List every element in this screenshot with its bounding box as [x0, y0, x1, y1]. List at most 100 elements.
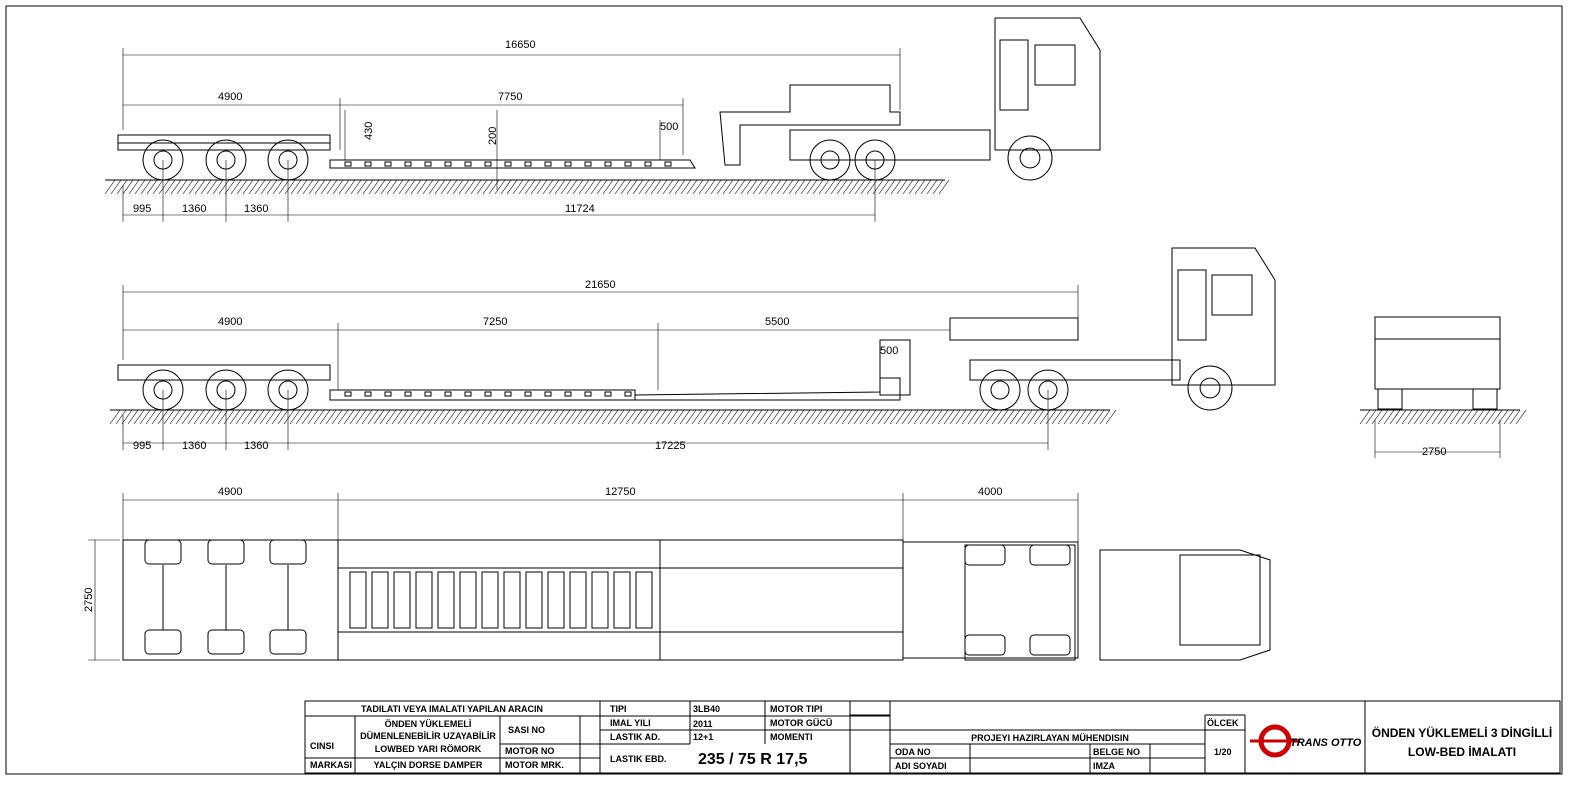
ground-hatch: [764, 179, 776, 195]
ground-hatch: [338, 179, 350, 195]
ground-hatch: [890, 179, 902, 195]
ground-hatch: [1057, 409, 1069, 425]
deck-panel: [459, 571, 477, 629]
ground-hatch: [332, 179, 344, 195]
deck-hole: [344, 391, 352, 397]
deck-hole: [664, 161, 672, 167]
wheel-hub: [1038, 380, 1058, 400]
oda-no: ODA NO: [895, 747, 931, 757]
ground-hatch: [164, 179, 176, 195]
ground-hatch: [805, 409, 817, 425]
ground-hatch: [734, 179, 746, 195]
deck-hole: [424, 161, 432, 167]
ground-hatch: [517, 409, 529, 425]
ground-hatch: [721, 409, 733, 425]
imal-value: 2011: [693, 719, 713, 729]
ground-hatch: [733, 409, 745, 425]
deck-hole: [364, 391, 372, 397]
ground-hatch: [686, 179, 698, 195]
motor-no: MOTOR NO: [505, 746, 554, 756]
ground-hatch: [157, 409, 169, 425]
dim-deck: 7750: [498, 91, 522, 103]
ground-hatch: [188, 179, 200, 195]
ground-hatch: [170, 179, 182, 195]
ground-hatch: [1419, 409, 1431, 425]
ground-hatch: [979, 409, 991, 425]
lastik-ebd-label: LASTIK EBD.: [610, 754, 667, 764]
ground-hatch: [1473, 409, 1485, 425]
ground-hatch: [1359, 409, 1371, 425]
ground-hatch: [824, 179, 836, 195]
ground-hatch: [1009, 409, 1021, 425]
ground-hatch: [823, 409, 835, 425]
ground-hatch: [769, 409, 781, 425]
ground-hatch: [140, 179, 152, 195]
ground-hatch: [308, 179, 320, 195]
dim-rear-section: 4900: [218, 91, 242, 103]
ground-hatch: [440, 179, 452, 195]
ground-hatch: [613, 409, 625, 425]
ground-hatch: [841, 409, 853, 425]
tire-plan: [269, 629, 307, 655]
ground-hatch: [403, 409, 415, 425]
wheel-hub: [1199, 377, 1221, 399]
ground-hatch: [151, 409, 163, 425]
ground-hatch: [139, 409, 151, 425]
ground-hatch: [685, 409, 697, 425]
ground-hatch: [649, 409, 661, 425]
ground-hatch: [506, 179, 518, 195]
ground-hatch: [800, 179, 812, 195]
wheel-hub: [278, 150, 298, 170]
side-view-extended: 21650 4900 7250 5500 500 995 1360 1360 1…: [109, 247, 1527, 458]
ground-hatch: [343, 409, 355, 425]
ground-hatch: [859, 409, 871, 425]
deck-hole: [644, 161, 652, 167]
ground-hatch: [631, 409, 643, 425]
ground-hatch: [932, 179, 944, 195]
imal-label: IMAL YILI: [610, 718, 651, 728]
imza: IMZA: [1093, 761, 1115, 771]
ground-hatch: [650, 179, 662, 195]
ground-hatch: [1069, 409, 1081, 425]
ground-hatch: [710, 179, 722, 195]
ground-hatch: [1099, 409, 1111, 425]
ground-hatch: [145, 409, 157, 425]
ground-hatch: [1371, 409, 1383, 425]
ground-hatch: [931, 409, 943, 425]
ground-hatch: [679, 409, 691, 425]
ground-hatch: [901, 409, 913, 425]
title-line1: ÖNDEN YÜKLEMELİ 3 DİNGİLLİ: [1372, 725, 1552, 740]
ground-hatch: [590, 179, 602, 195]
ground-hatch: [218, 179, 230, 195]
plan-view: 4900 12750 4000 2750: [83, 486, 1271, 661]
sasi-no: SASI NO: [508, 725, 545, 735]
ground-hatch: [883, 409, 895, 425]
ground-hatch: [643, 409, 655, 425]
ground-hatch: [884, 179, 896, 195]
ground-hatch: [836, 179, 848, 195]
ground-hatch: [212, 179, 224, 195]
tipi-value: 3LB40: [693, 704, 720, 714]
ground-hatch: [469, 409, 481, 425]
wheel: [1007, 135, 1053, 181]
wheel-hub: [216, 380, 236, 400]
ground-hatch: [523, 409, 535, 425]
ground-hatch: [272, 179, 284, 195]
ground-hatch: [230, 179, 242, 195]
ground-hatch: [482, 179, 494, 195]
dim-overall: 21650: [585, 279, 616, 291]
ground-hatch: [973, 409, 985, 425]
deck-hole: [524, 391, 532, 397]
ground-hatch: [608, 179, 620, 195]
dim-rear-section: 4900: [218, 316, 242, 328]
deck-panel: [437, 571, 455, 629]
ground-hatch: [889, 409, 901, 425]
trans-otto-logo: TRANS OTTO: [1250, 724, 1362, 758]
wheel-hub: [1019, 147, 1041, 169]
wheel-hub: [216, 150, 236, 170]
ground-hatch: [487, 409, 499, 425]
ground-hatch: [475, 409, 487, 425]
ground-hatch: [1389, 409, 1401, 425]
ground-hatch: [380, 179, 392, 195]
ground-hatch: [655, 409, 667, 425]
